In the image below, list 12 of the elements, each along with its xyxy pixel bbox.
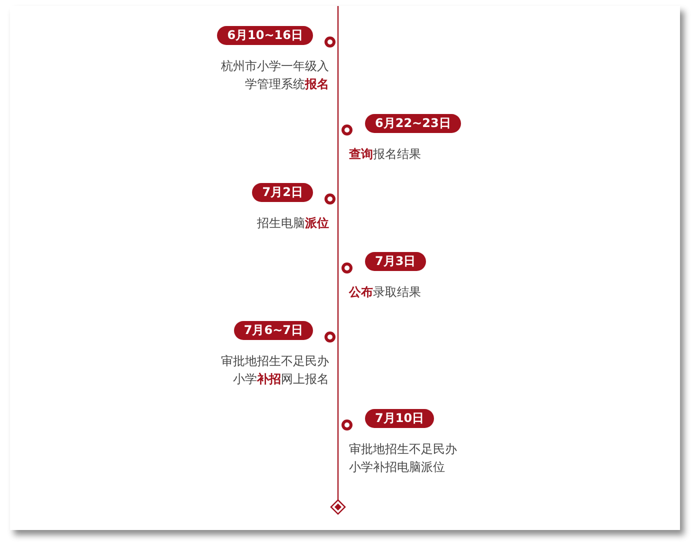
event-description: 审批地招生不足民办小学补招网上报名 — [220, 353, 329, 388]
date-pill: 7月10日 — [365, 409, 434, 428]
event-description: 公布录取结果 — [349, 284, 422, 301]
event-description: 杭州市小学一年级入学管理系统报名 — [220, 58, 329, 93]
event-description: 招生电脑派位 — [256, 215, 329, 232]
event-description: 查询报名结果 — [349, 146, 422, 163]
event-description: 审批地招生不足民办小学补招电脑派位 — [349, 441, 458, 476]
date-pill: 7月3日 — [365, 252, 426, 271]
date-pill: 7月6~7日 — [234, 321, 313, 340]
date-pill: 7月2日 — [252, 183, 313, 202]
date-pill: 6月22~23日 — [365, 114, 461, 133]
date-pill: 6月10~16日 — [217, 26, 313, 45]
